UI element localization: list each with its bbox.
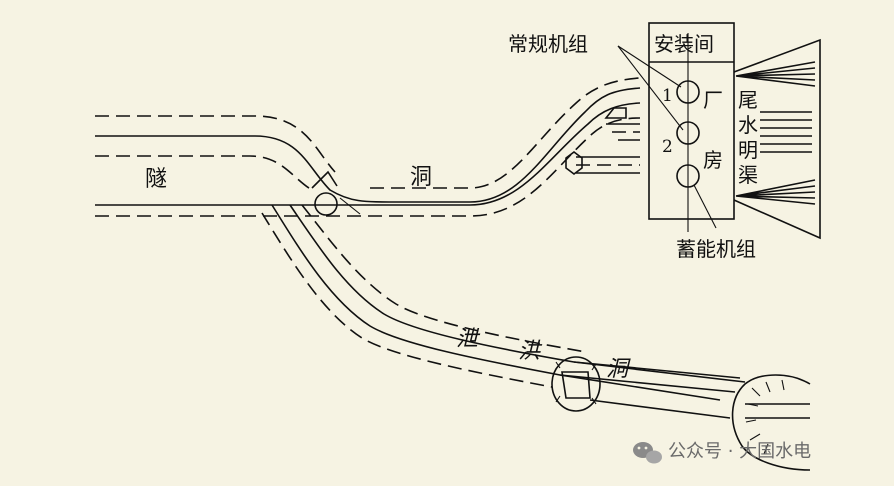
spillway-tunnel xyxy=(261,204,746,419)
leader-line-conventional-1 xyxy=(617,45,682,88)
tunnel-label-left: 隧 xyxy=(145,167,167,192)
spillway-char-3: 洞 xyxy=(606,357,631,382)
penstock-branches xyxy=(565,107,640,175)
leader-line-storage xyxy=(693,184,717,229)
watermark-text: 公众号 · 大国水电 xyxy=(668,441,811,462)
conventional-units-label: 常规机组 xyxy=(508,32,588,56)
branch-valve xyxy=(565,151,583,175)
spillway-char-2: 洪 xyxy=(518,339,543,364)
plant-char-2: 房 xyxy=(703,148,723,172)
unit-circle-3 xyxy=(676,164,700,188)
tailrace-char-1: 尾 xyxy=(738,88,758,112)
tunnel-label-right: 洞 xyxy=(410,165,432,190)
tailrace-char-4: 渠 xyxy=(738,163,758,187)
unit-circle-2 xyxy=(676,121,700,145)
storage-units-label: 蓄能机组 xyxy=(676,237,756,261)
leader-line-conventional-2 xyxy=(617,45,684,131)
watermark: 公众号 · 大国水电 xyxy=(633,441,811,464)
plant-char-1: 厂 xyxy=(703,88,723,112)
spillway-char-1: 泄 xyxy=(456,327,481,352)
tailrace-char-3: 明 xyxy=(738,138,758,162)
install-bay-label: 安装间 xyxy=(654,32,714,56)
junction-valve xyxy=(311,170,361,216)
unit-circle-1 xyxy=(676,80,700,104)
tailrace-char-2: 水 xyxy=(738,113,758,137)
tailrace-channel xyxy=(733,38,821,240)
unit-number-1: 1 xyxy=(662,86,673,106)
wechat-icon xyxy=(633,442,662,464)
unit-number-2: 2 xyxy=(662,137,673,157)
powerhouse xyxy=(648,22,735,232)
spillway-gate xyxy=(551,356,601,412)
headrace-tunnel xyxy=(95,77,641,217)
spillway-outlet xyxy=(731,374,811,471)
